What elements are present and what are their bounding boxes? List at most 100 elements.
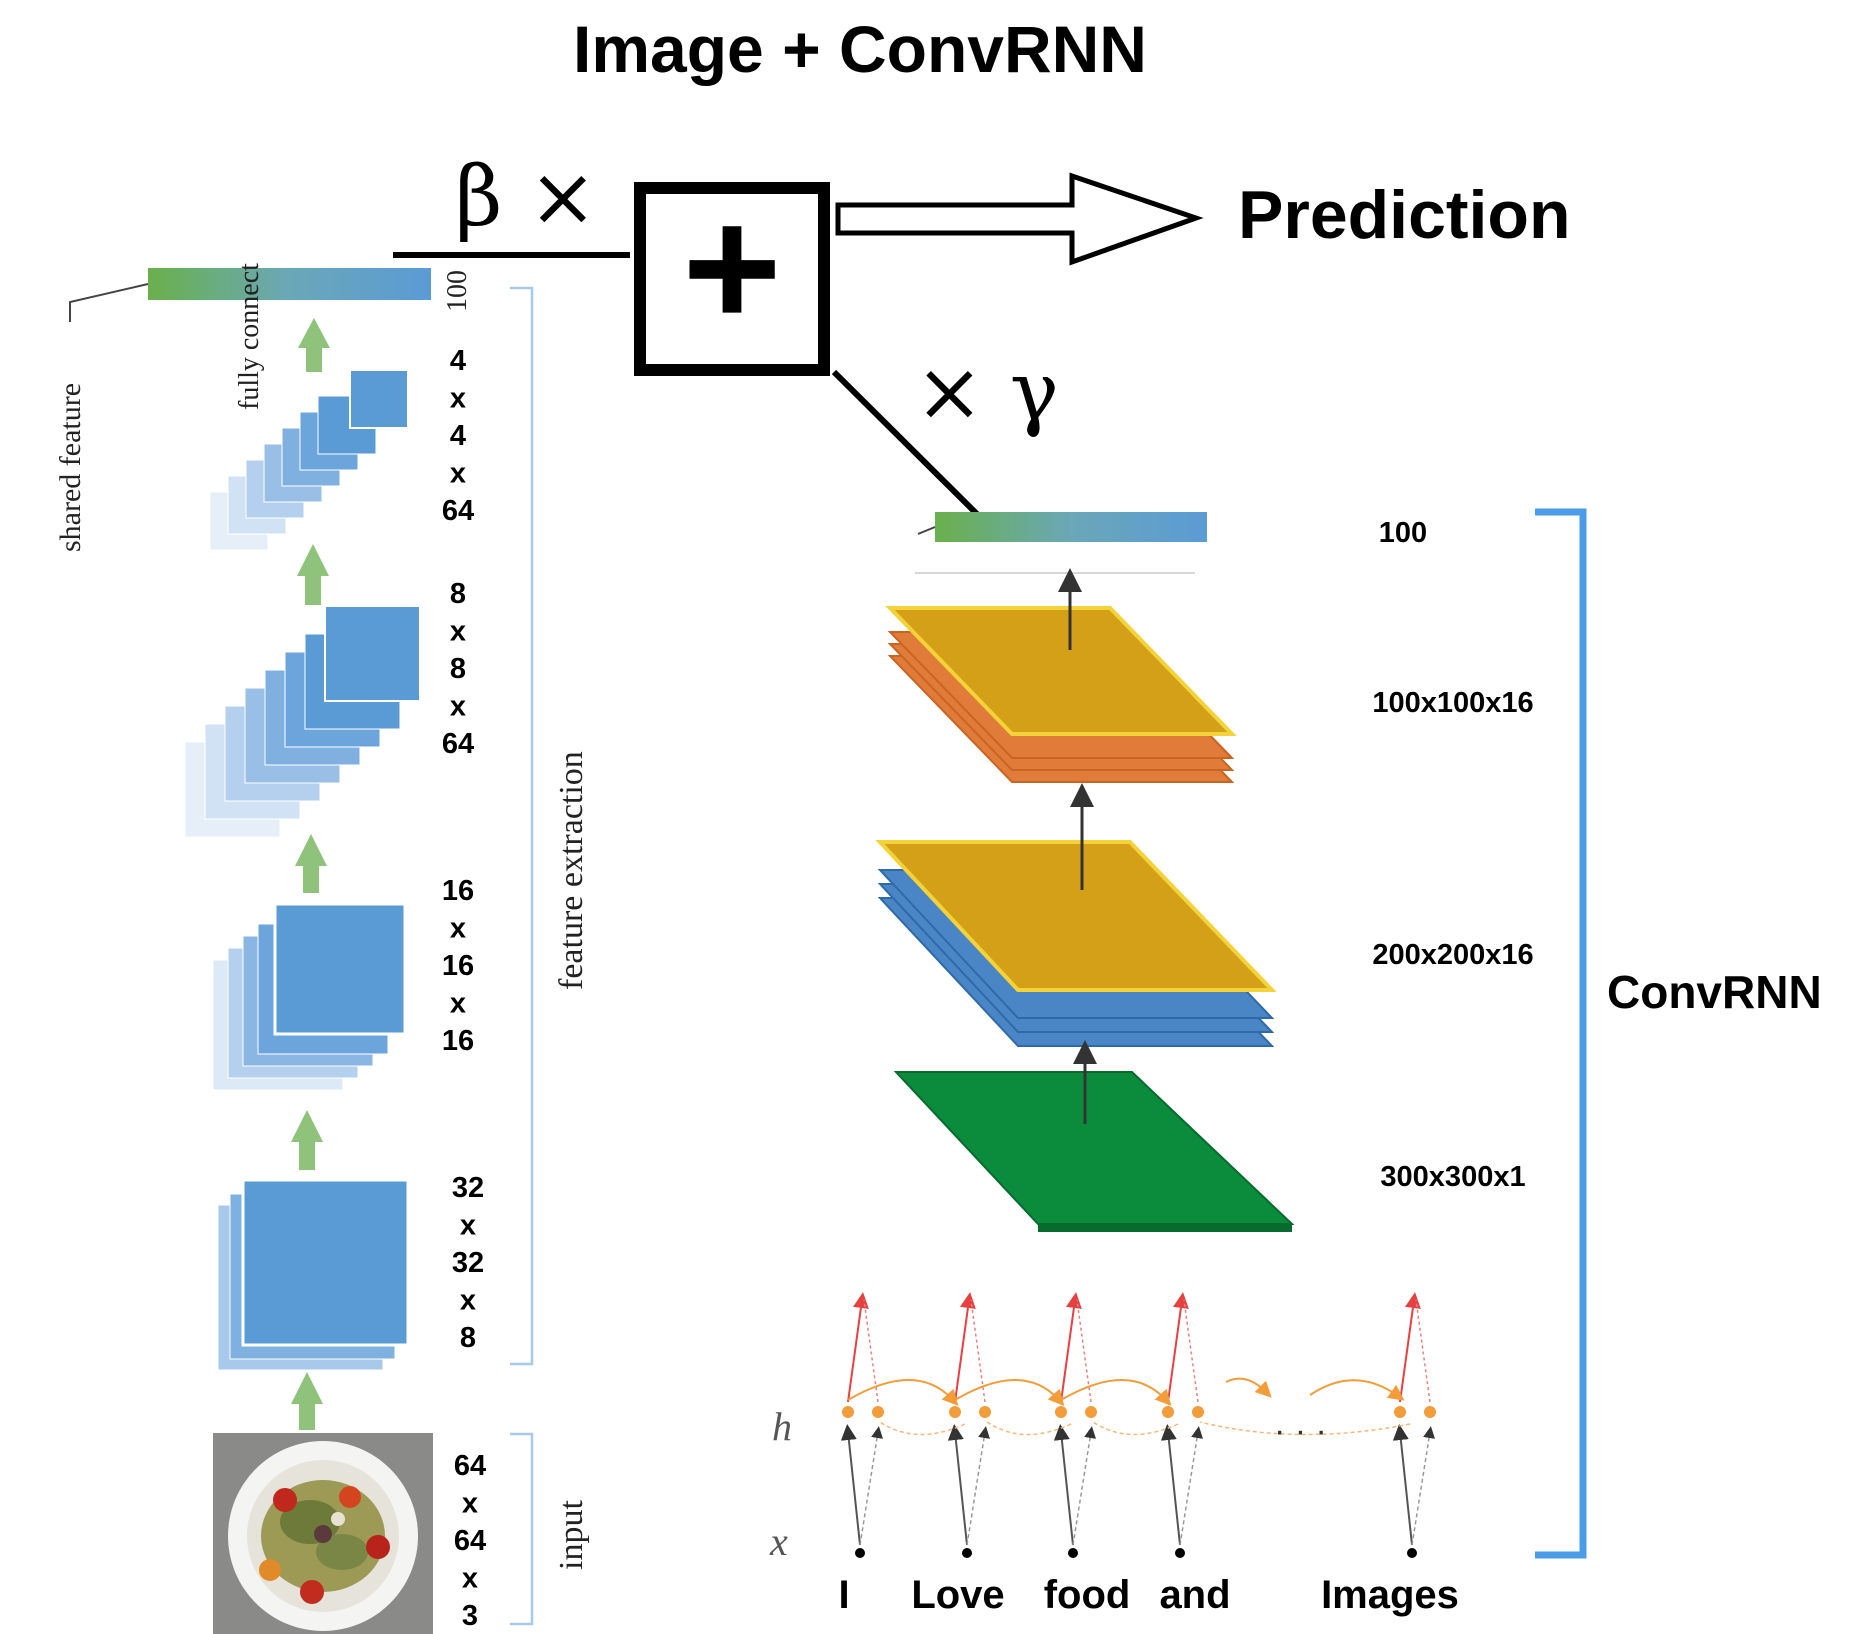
rnn-recurrent-edge <box>954 1379 1065 1406</box>
convrnn-layer-100x100x16 <box>885 606 1237 783</box>
cnn-layer-32x32x8 <box>217 1178 410 1371</box>
cnn-layer-size-label: 4 <box>450 345 466 377</box>
up-arrow-icon <box>291 318 330 1430</box>
rnn-input-edge <box>1072 1426 1096 1546</box>
convrnn-layer-size-label: 300x300x1 <box>1380 1161 1525 1193</box>
cnn-layer-size-label: x <box>450 988 466 1020</box>
rnn-output-edge <box>1076 1299 1092 1403</box>
cnn-layer-size-label: 64 <box>454 1450 486 1482</box>
rnn-input-edge <box>1053 1424 1074 1546</box>
rnn-input-edge <box>859 1426 883 1546</box>
cnn-layer-8x8x64 <box>184 605 421 838</box>
input-bracket <box>510 1432 534 1626</box>
convrnn-feature-vector <box>935 512 1207 542</box>
cnn-layer-size-label: 64 <box>442 495 474 527</box>
rnn-hidden-symbol: h <box>772 1404 792 1449</box>
rnn-word-label: Images <box>1321 1573 1459 1617</box>
rnn-input-node <box>1407 1548 1417 1558</box>
rnn-input-edge <box>1160 1424 1181 1546</box>
rnn-output-edge <box>847 1292 869 1403</box>
rnn-output-edge <box>1060 1292 1082 1403</box>
rnn-input-edge <box>1179 1426 1203 1546</box>
shared-feature-vector <box>148 268 431 300</box>
rnn-hidden-node <box>1424 1406 1436 1418</box>
rnn-input-edge <box>966 1426 990 1546</box>
cnn-layer-size-label: 32 <box>452 1172 484 1204</box>
rnn-word-label: and <box>1159 1573 1230 1617</box>
rnn-hidden-node <box>1162 1406 1174 1418</box>
cnn-layer-size-label: x <box>450 616 466 648</box>
rnn-input-node <box>855 1548 865 1558</box>
rnn-backward-edge <box>879 1421 966 1436</box>
rnn-input-node <box>962 1548 972 1558</box>
rnn-output-edge <box>1415 1299 1431 1403</box>
convrnn-layer-300x300x1 <box>893 1071 1295 1232</box>
vector-size-label: 100 <box>442 270 473 312</box>
rnn-output-edge <box>1167 1292 1189 1403</box>
rnn-backward-edge <box>1092 1421 1179 1436</box>
cnn-layer-size-label: 3 <box>462 1600 478 1632</box>
rnn-input-symbol: x <box>769 1519 788 1564</box>
feature-extraction-label: feature extraction <box>553 751 590 990</box>
convrnn-layer-size-label: 100 <box>1379 517 1427 549</box>
rnn-output-edge <box>970 1299 986 1403</box>
cnn-layer-size-label: 64 <box>454 1525 486 1557</box>
rnn-hidden-node <box>979 1406 991 1418</box>
rnn-recurrent-edge <box>847 1379 959 1406</box>
cnn-layer-size-label: x <box>450 458 466 490</box>
cnn-layer-size-label: 8 <box>450 653 466 685</box>
cnn-branch: 100 shared feature fully connect <box>54 263 590 1634</box>
feature-extraction-bracket <box>510 286 534 1366</box>
cnn-layer-size-label: 8 <box>450 578 466 610</box>
convrnn-bracket <box>1535 508 1587 1559</box>
rnn-output-edge <box>1399 1292 1421 1403</box>
cnn-layer-size-label: x <box>450 383 466 415</box>
rnn-input-edge <box>947 1424 968 1546</box>
cnn-layer-16x16x16 <box>212 902 407 1091</box>
rnn-recurrent-edge <box>1309 1379 1405 1401</box>
rnn-backward-edge <box>986 1421 1072 1436</box>
shared-feature-label: shared feature <box>54 383 87 552</box>
rnn-output-edge <box>954 1292 976 1403</box>
shared-feature-pointer <box>69 283 149 322</box>
rnn-unrolled-diagram <box>840 1292 1436 1558</box>
cnn-layer-size-label: x <box>462 1563 478 1595</box>
plus-symbol: + <box>682 173 781 363</box>
cnn-layer-size-label: 16 <box>442 875 474 907</box>
rnn-ellipsis: · · · <box>1274 1412 1327 1450</box>
rnn-output-edge <box>863 1299 879 1403</box>
rnn-word-label: I <box>838 1573 849 1617</box>
cnn-layer-size-label: x <box>450 913 466 945</box>
rnn-hidden-node <box>872 1406 884 1418</box>
combiner: β × + × γ Prediction <box>393 150 1571 523</box>
cnn-layer-size-label: x <box>462 1488 478 1520</box>
cnn-layer-size-label: 32 <box>452 1247 484 1279</box>
rnn-hidden-node <box>1192 1406 1204 1418</box>
rnn-input-edge <box>1392 1424 1413 1546</box>
convrnn-layer-200x200x16 <box>875 840 1277 1047</box>
convrnn-layer-size-label: 200x200x16 <box>1372 939 1533 971</box>
rnn-input-edge <box>1411 1426 1435 1546</box>
rnn-word-label: food <box>1044 1573 1131 1617</box>
convrnn-flow-arrows <box>1058 568 1097 1124</box>
gamma-line <box>831 369 986 523</box>
rnn-hidden-node <box>1085 1406 1097 1418</box>
convrnn-layer-size-labels: 100 100x100x16 200x200x16 300x300x1 <box>1372 517 1533 1193</box>
diagram-title: Image + ConvRNN <box>573 12 1147 86</box>
cnn-layer-size-label: 16 <box>442 1025 474 1057</box>
cnn-layer-size-label: 8 <box>460 1322 476 1354</box>
sum-box <box>634 182 830 376</box>
beta-label: β × <box>455 150 597 245</box>
rnn-input-node <box>1175 1548 1185 1558</box>
prediction-label: Prediction <box>1238 177 1571 253</box>
rnn-hidden-node <box>1055 1406 1067 1418</box>
fully-connect-label: fully connect <box>234 263 265 410</box>
rnn-hidden-node <box>842 1406 854 1418</box>
rnn-word-label: Love <box>911 1573 1004 1617</box>
convrnn-layer-size-label: 100x100x16 <box>1372 687 1533 719</box>
cnn-layer-size-label: 64 <box>442 728 474 760</box>
gamma-label: × γ <box>915 345 1059 440</box>
